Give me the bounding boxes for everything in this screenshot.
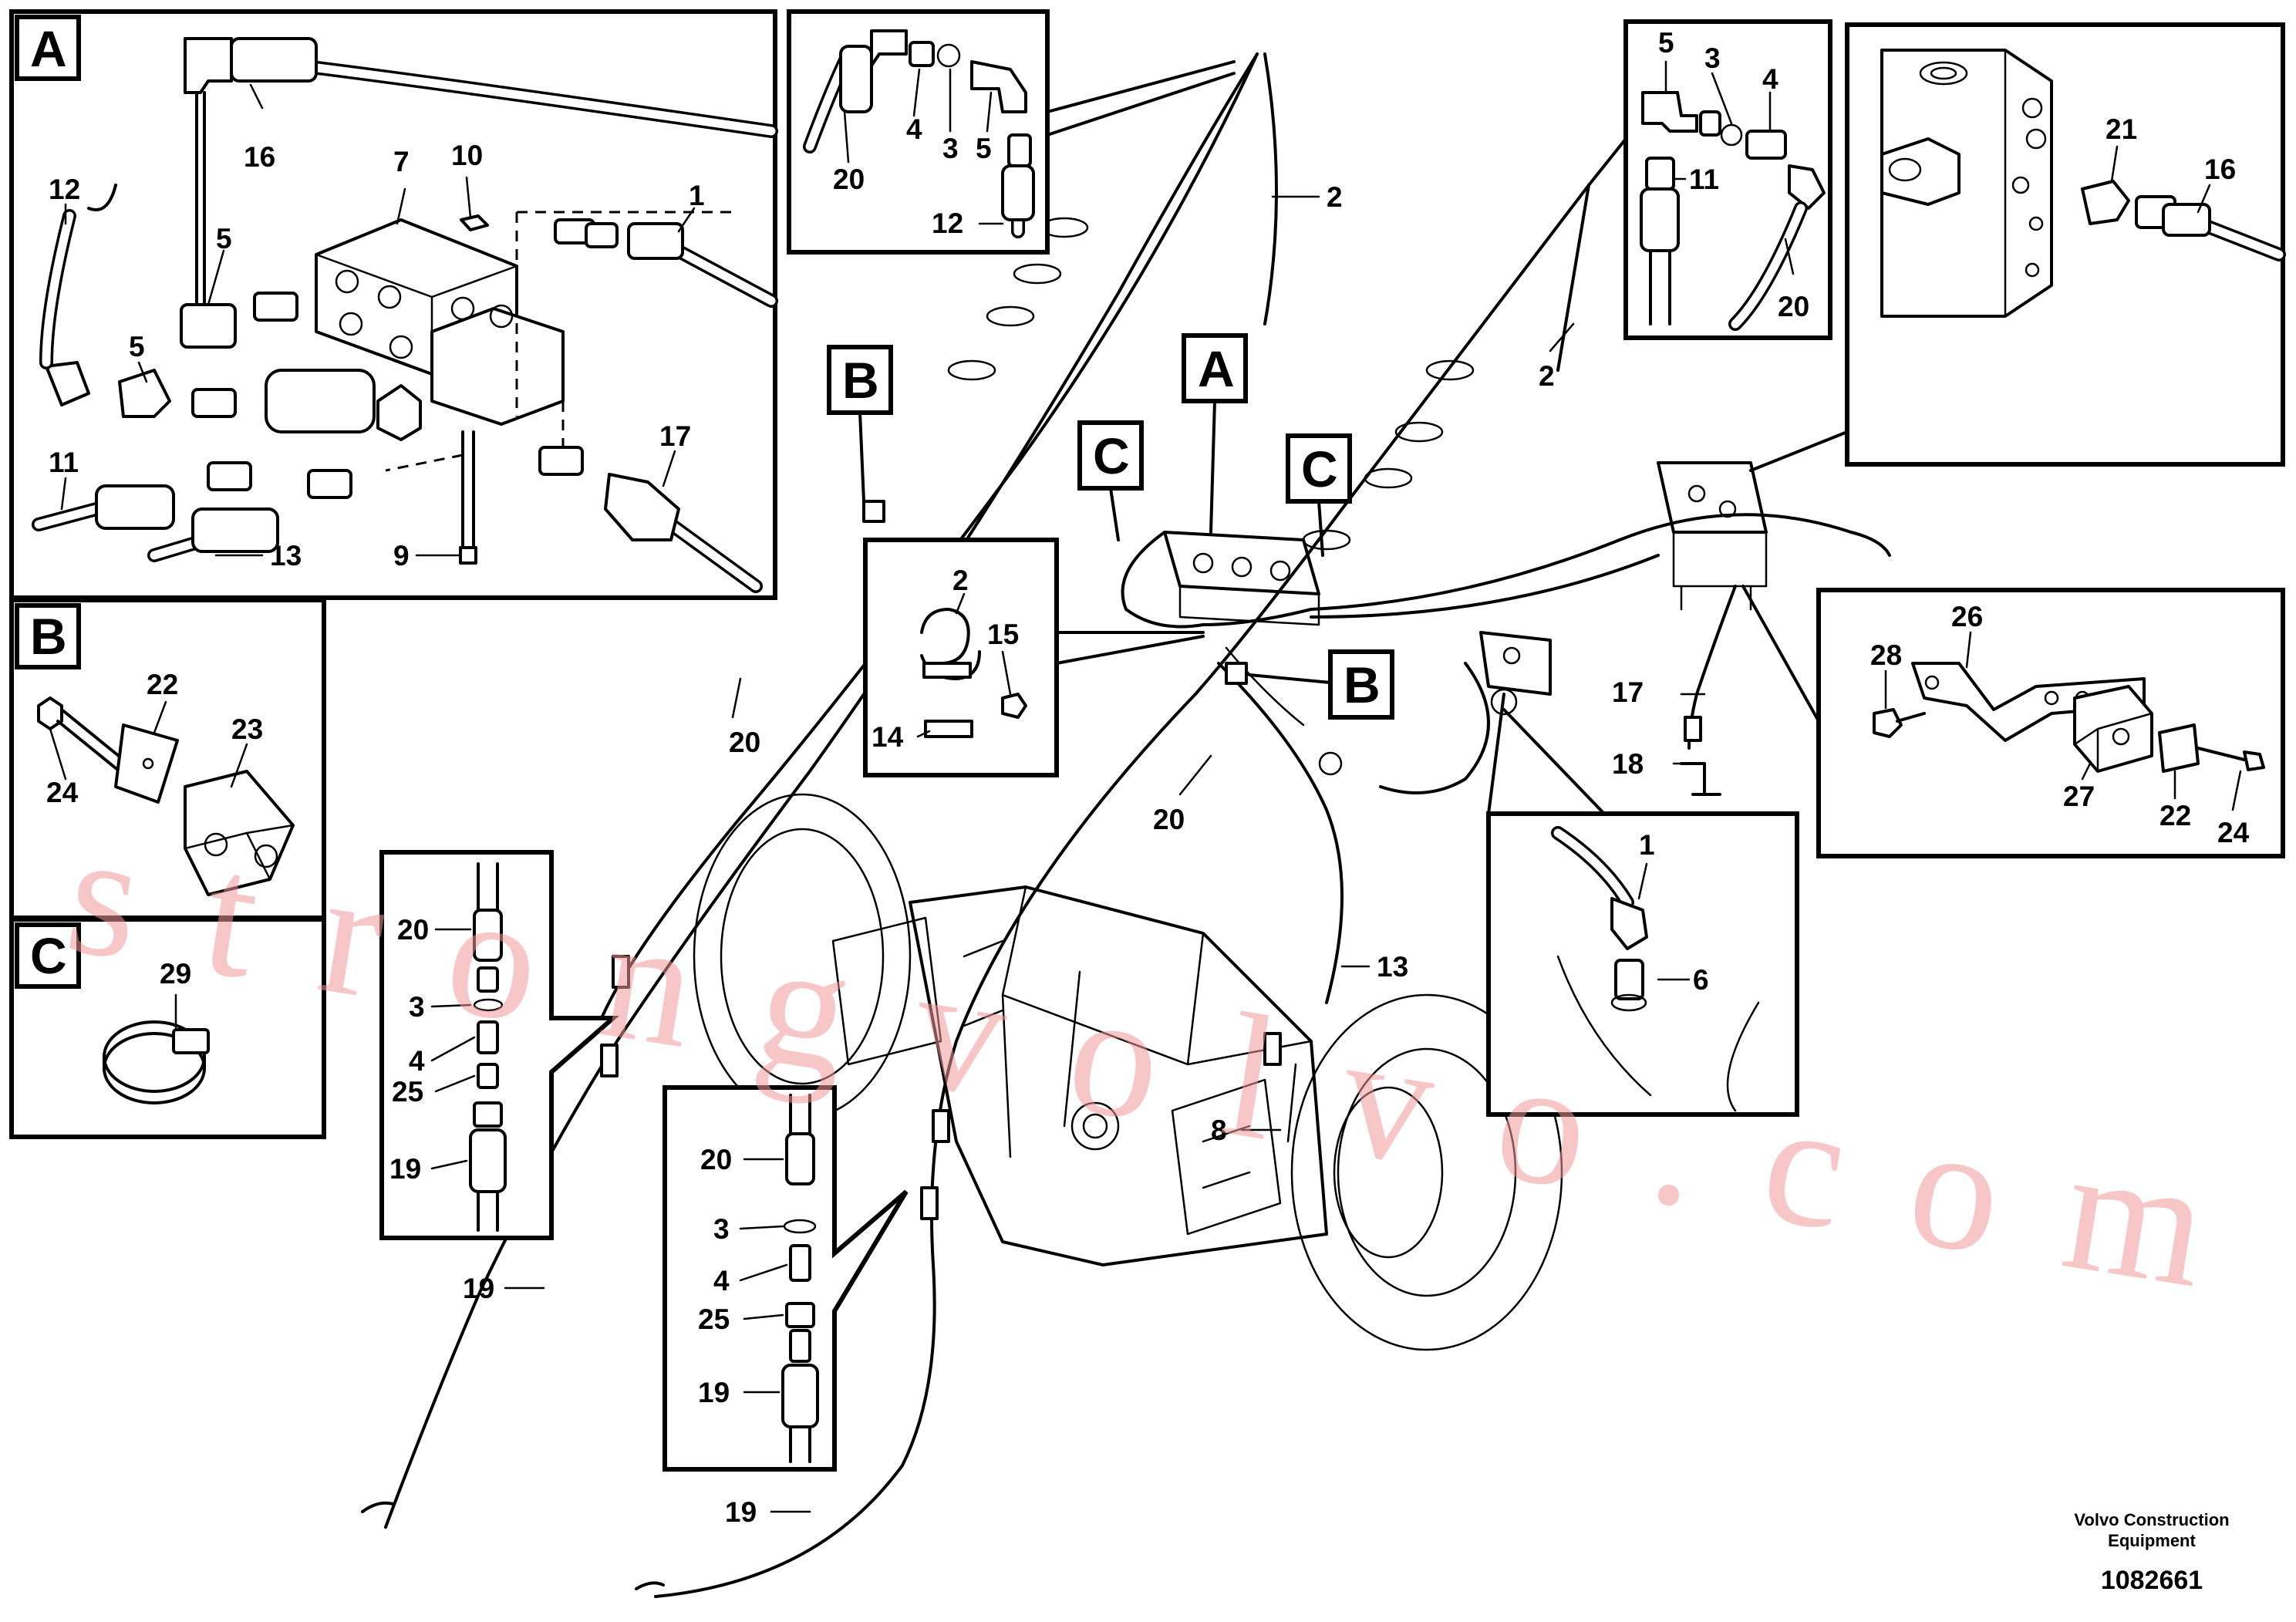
label-2b: 2 [1539, 360, 1555, 392]
panel-C [9, 917, 326, 1139]
label-17: 17 [1612, 676, 1644, 708]
tag-A-main: A [1198, 340, 1235, 397]
axle-housing [693, 793, 1563, 1351]
panel-B-tag: B [30, 608, 67, 665]
label-8: 8 [1211, 1114, 1227, 1146]
panel-A-tag: A [30, 20, 67, 77]
panel-A-label-10: 10 [451, 140, 483, 171]
panel-B-label-24: 24 [46, 777, 79, 808]
detail-left-fittings [379, 850, 619, 1240]
tag-C-2: C [1301, 440, 1338, 497]
detail-center-fittings [663, 1085, 909, 1472]
panel-A-label-16: 16 [244, 141, 275, 173]
top-center-label-12: 12 [932, 207, 963, 239]
panel-A-label-7: 7 [393, 146, 410, 177]
right-valve-block [1657, 461, 1768, 611]
small-bracket [1379, 631, 1552, 794]
left-fittings-label-3: 3 [409, 991, 425, 1023]
center-fittings-label-20: 20 [700, 1144, 732, 1175]
credit-line-1: Volvo Construction [2074, 1510, 2229, 1529]
left-fittings-label-25: 25 [392, 1076, 423, 1108]
panel-B-label-22: 22 [147, 669, 178, 700]
panel-A-label-5b: 5 [129, 331, 145, 363]
valve-manifold [1163, 531, 1320, 626]
panel-C-label-29: 29 [160, 958, 191, 990]
detail-clip [863, 538, 1205, 777]
main-assembly: 2 2 20 20 17 18 13 8 19 19 B A C C B [361, 52, 1891, 1598]
detail-top-center [787, 9, 1236, 255]
tag-C-1: C [1093, 427, 1130, 484]
panel-A-label-17: 17 [659, 420, 691, 452]
top-right-small-label-11: 11 [1689, 164, 1719, 195]
label-20b: 20 [1153, 804, 1185, 835]
center-fittings-label-25: 25 [698, 1303, 730, 1335]
top-center-label-5: 5 [976, 133, 992, 164]
fitting-label-6: 6 [1693, 964, 1709, 996]
panel-A-label-11: 11 [49, 447, 79, 478]
fitting-label-1: 1 [1639, 829, 1655, 861]
top-center-label-20: 20 [833, 164, 865, 195]
left-fittings-label-19: 19 [389, 1153, 421, 1185]
label-20a: 20 [729, 727, 760, 758]
top-right-valve-label-21: 21 [2106, 113, 2137, 145]
label-19b: 19 [725, 1496, 757, 1528]
tag-B-2: B [1344, 656, 1381, 713]
tag-B-1: B [842, 352, 879, 409]
top-right-small-label-4: 4 [1762, 63, 1778, 95]
credit-line-2: Equipment [2108, 1531, 2196, 1550]
center-fittings-label-3: 3 [713, 1213, 730, 1245]
label-19a: 19 [463, 1273, 494, 1304]
clip-label-15: 15 [987, 619, 1019, 650]
detail-fitting [1486, 693, 1799, 1117]
detail-top-right-small [1587, 19, 1832, 340]
top-center-label-4: 4 [906, 113, 922, 145]
center-fittings-label-4: 4 [713, 1265, 730, 1297]
clip-label-2: 2 [952, 565, 969, 596]
panel-A-label-1: 1 [689, 180, 705, 211]
panel-A-label-12: 12 [49, 174, 80, 205]
bracket-label-28: 28 [1870, 639, 1902, 671]
main-leaders [504, 195, 1706, 1513]
bracket-label-27: 27 [2063, 781, 2095, 812]
top-right-valve-label-16: 16 [2204, 153, 2236, 185]
label-18: 18 [1612, 748, 1644, 780]
label-13: 13 [1377, 951, 1408, 983]
bracket-label-22: 22 [2159, 800, 2191, 831]
top-right-small-label-20: 20 [1778, 291, 1809, 322]
left-fittings-label-20: 20 [397, 914, 429, 946]
panel-B [9, 598, 326, 920]
top-right-small-label-3: 3 [1704, 42, 1721, 74]
detail-top-right-valve [1749, 22, 2286, 472]
label-2a: 2 [1327, 181, 1343, 213]
detail-right-bracket [1741, 585, 2285, 858]
panel-A-label-9: 9 [393, 540, 410, 572]
panel-A [9, 9, 778, 600]
panel-A-label-13: 13 [270, 540, 302, 572]
callout-tags [827, 333, 1394, 720]
top-center-label-3: 3 [942, 133, 959, 164]
bracket-label-24: 24 [2217, 817, 2250, 848]
document-number: 1082661 [2101, 1566, 2203, 1595]
panel-B-label-23: 23 [231, 713, 263, 745]
clip-label-14: 14 [872, 721, 904, 753]
center-fittings-label-19: 19 [698, 1377, 730, 1408]
left-fittings-label-4: 4 [409, 1045, 425, 1077]
panel-A-label-5a: 5 [216, 223, 232, 255]
top-right-small-label-5: 5 [1658, 27, 1674, 59]
panel-C-tag: C [30, 927, 67, 984]
bracket-label-26: 26 [1951, 601, 1983, 632]
